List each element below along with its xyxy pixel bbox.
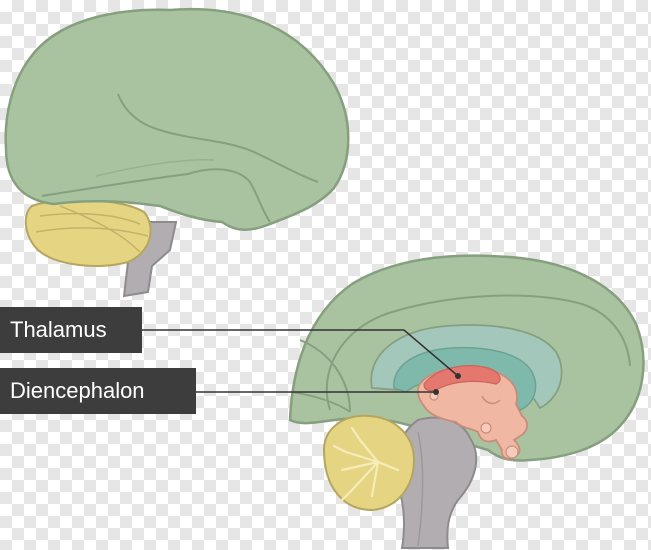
diencephalon-region	[417, 366, 528, 460]
lateral-cerebrum	[4, 7, 350, 231]
lateral-sulcus	[41, 168, 271, 223]
arbor-vitae	[332, 426, 400, 502]
brainstem-inner-line	[417, 431, 424, 547]
diencephalon-leader-dot	[433, 389, 439, 395]
calcarine-sulcus	[291, 391, 351, 413]
interthalamic-adhesion	[481, 395, 501, 405]
cerebellum-folia	[35, 205, 149, 253]
parieto-occipital-sulcus	[299, 339, 351, 413]
thalamus-leader-line	[142, 329, 459, 377]
pituitary-node	[505, 445, 519, 459]
thalamus-leader-dot	[455, 373, 461, 379]
hypothalamus-node	[480, 422, 492, 434]
thalamus-label: Thalamus	[0, 307, 142, 353]
lateral-brain-view	[4, 7, 350, 298]
diencephalon-label: Diencephalon	[0, 368, 196, 414]
cingulate-sulcus	[325, 294, 631, 411]
central-sulcus	[117, 93, 319, 183]
sagittal-brain-view	[288, 254, 645, 549]
temporal-sulcus	[95, 158, 215, 177]
